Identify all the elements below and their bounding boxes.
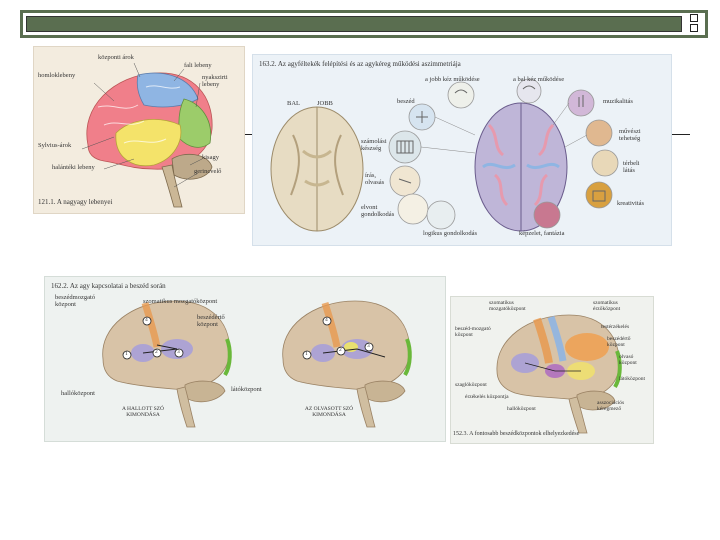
- marker-2: 2: [339, 347, 342, 353]
- label-hallokozpont: hallóközpont: [507, 406, 536, 412]
- label-jobb: JOBB: [317, 100, 333, 107]
- label-beszedmozgato: beszédmozgató központ: [55, 294, 96, 308]
- label-bal-kez: a bal kéz működése: [513, 76, 565, 83]
- label-testerzo: testérzékelés: [601, 324, 630, 330]
- marker-4: 4: [325, 317, 328, 323]
- marker-3: 3: [367, 343, 370, 349]
- caption-speech-centers: 152.3. A fontosabb beszédközpontok elhel…: [453, 431, 580, 437]
- label-beszederto: beszédértő központ: [197, 314, 225, 328]
- marker-1: 1: [305, 351, 308, 357]
- label-kepzelet: képzelet, fantázia: [519, 230, 565, 237]
- label-bal: BAL: [287, 100, 300, 107]
- corner-square-icon: [690, 24, 698, 32]
- speech-connections-illustration: [102, 300, 412, 428]
- label-elvont: elvont gondolkodás: [361, 204, 395, 218]
- title-speech-connections: 162.2. Az agy kapcsolatai a beszéd során: [51, 282, 166, 290]
- label-szomatikus-erzo: szomatikus érzőközpont: [593, 300, 621, 312]
- label-asszociacio: asszociációs kéregmező: [597, 400, 625, 412]
- label-logikus: logikus gondolkodás: [423, 230, 477, 237]
- label-kozponti-arok: központi árok: [98, 54, 134, 61]
- label-gerincvelo: gerincvelő: [194, 168, 222, 175]
- caption-lobes: 121.1. A nagyagy lebenyei: [38, 198, 113, 206]
- title-asymmetry: 163.2. Az agyféltekék felépítési és az a…: [259, 60, 461, 68]
- label-nyakszirti-lebeny: nyakszirti lebeny: [202, 74, 228, 88]
- marker-4: 4: [145, 317, 148, 323]
- caption-olvasott: AZ OLVASOTT SZÓ KIMONDÁSA: [304, 406, 354, 418]
- label-szaglo: szaglóközpont: [455, 382, 487, 388]
- label-hallokozpont: hallóközpont: [61, 390, 95, 397]
- label-halanteki-lebeny: halántéki lebeny: [52, 164, 95, 171]
- label-beszed: beszéd: [397, 98, 415, 105]
- label-kisagy: kisagy: [202, 154, 219, 161]
- top-bar-stripe: [26, 16, 682, 32]
- label-kreativ: kreativitás: [617, 200, 645, 207]
- label-homloklebeny: homloklebeny: [38, 72, 76, 79]
- label-iras: írás, olvasás: [365, 172, 385, 186]
- asymmetry-illustration: [270, 78, 619, 232]
- speech-centers-illustration: [496, 314, 622, 434]
- label-olvaso: olvasó központ: [619, 354, 637, 366]
- label-beszed-mozgato: beszéd-mozgató központ: [455, 326, 491, 338]
- figure-speech-connections: 1 2 3 4 1 2 3 4 162.2. Az agy kapcsolata…: [44, 276, 446, 442]
- label-fali-lebeny: fali lebeny: [184, 62, 212, 69]
- label-beszederto: beszédértő központ: [607, 336, 631, 348]
- label-latokozpont: látóközpont: [619, 376, 645, 382]
- label-latokozpont: látóközpont: [231, 386, 262, 393]
- figure-speech-centers: szomatikus mozgatóközpont szomatikus érz…: [450, 296, 654, 444]
- label-erzekeles: érzékelés központja: [465, 394, 509, 400]
- corner-square-icon: [690, 14, 698, 22]
- brain-lobes-illustration: [81, 62, 213, 208]
- figure-asymmetry: 163.2. Az agyféltekék felépítési és az a…: [252, 54, 672, 246]
- marker-1: 1: [125, 351, 128, 357]
- label-szomatikus: szomatikus mozgatóközpont: [143, 298, 218, 305]
- label-szamolasi: számolási készség: [361, 138, 387, 152]
- label-sylvius-arok: Sylvius-árok: [38, 142, 72, 149]
- marker-3: 3: [177, 349, 180, 355]
- label-szomatikus-mozgato: szomatikus mozgatóközpont: [489, 300, 526, 312]
- label-zeneertes: muzikalitás: [603, 98, 633, 105]
- caption-hallott: A HALLOTT SZÓ KIMONDÁSA: [121, 406, 165, 418]
- figure-lobes: központi árok fali lebeny homloklebeny n…: [33, 46, 245, 214]
- label-terbeli: térbeli látás: [623, 160, 640, 174]
- marker-2: 2: [155, 349, 158, 355]
- label-jobb-kez: a jobb kéz működése: [425, 76, 480, 83]
- label-muveszi: művészi tehetség: [619, 128, 641, 142]
